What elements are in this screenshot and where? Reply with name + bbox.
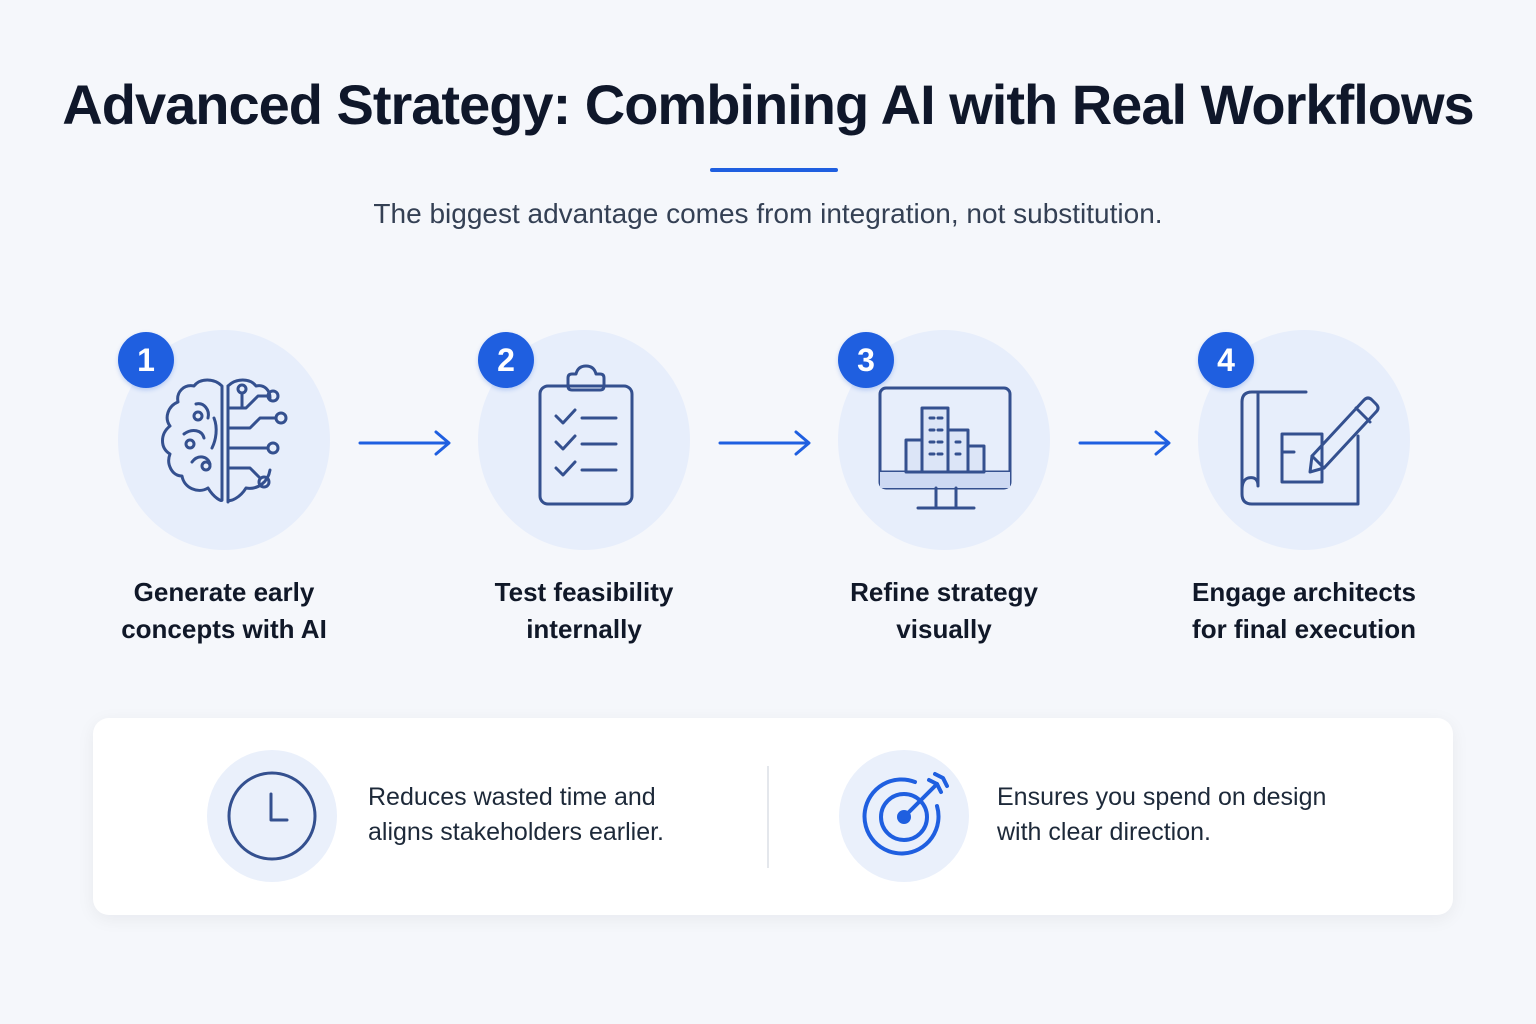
clock-icon [227,771,317,861]
step-label: Generate early concepts with AI [121,577,327,644]
arrow-right-icon [358,430,451,456]
brain-circuit-icon [161,378,288,504]
step-label: Engage architects for final execution [1192,577,1416,644]
page-title: Advanced Strategy: Combining AI with Rea… [62,73,1474,136]
benefit-text: Reduces wasted time and aligns stakehold… [368,783,664,846]
arrow-right-icon [1078,430,1171,456]
step-label: Test feasibility internally [494,577,674,644]
benefit-icon-circle [839,750,969,882]
arrow-right-icon [718,430,811,456]
target-arrow-icon [862,772,949,856]
card-divider [767,766,769,868]
monitor-buildings-icon [878,386,1012,510]
step-number-badge: 1 [118,332,174,388]
subtitle: The biggest advantage comes from integra… [373,198,1163,229]
title-underline [710,168,838,172]
benefit-text: Ensures you spend on design with clear d… [997,783,1327,846]
step-number-badge: 3 [838,332,894,388]
benefits-card: Reduces wasted time and aligns stakehold… [93,718,1453,915]
step-label: Refine strategy visually [850,577,1038,644]
step-number-badge: 2 [478,332,534,388]
clipboard-checklist-icon [538,364,634,506]
step-number-badge: 4 [1198,332,1254,388]
blueprint-pencil-icon [1240,390,1380,506]
benefit-icon-circle [207,750,337,882]
